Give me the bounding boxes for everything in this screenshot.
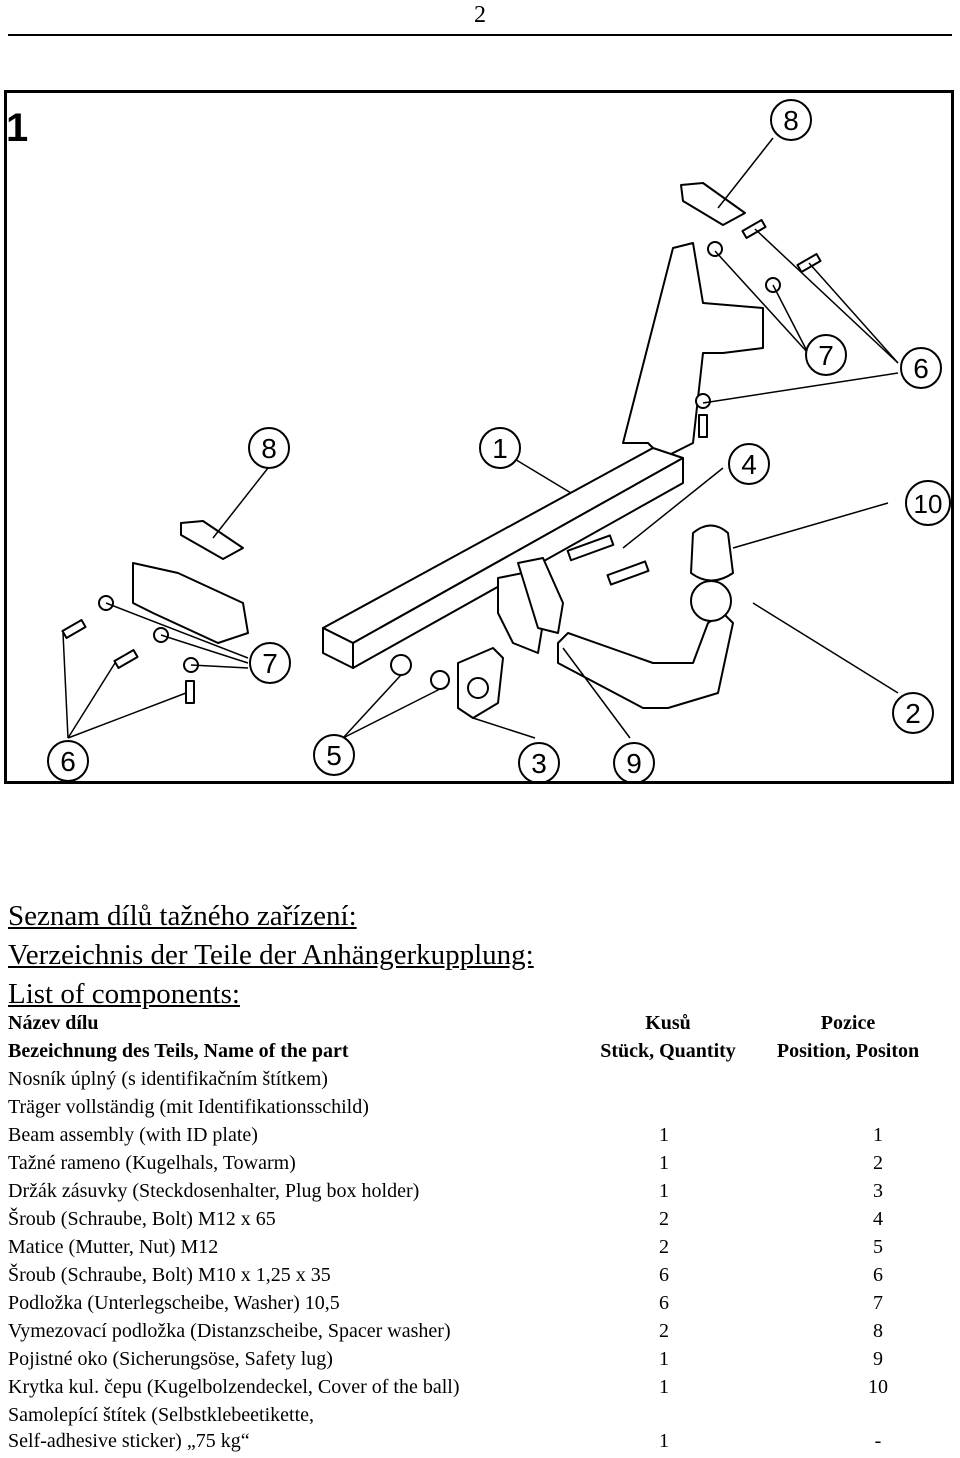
table-row: Šroub (Schraube, Bolt) M12 x 65 2 4 — [8, 1208, 952, 1236]
callout-3: 3 — [531, 748, 547, 779]
header-pos: Pozice — [820, 1012, 876, 1034]
part-pos: 3 — [873, 1180, 883, 1202]
spacer-plate-top — [680, 182, 746, 226]
part-pos: 9 — [873, 1348, 883, 1370]
part-name: Samolepící štítek (Selbstklebeetikette, — [8, 1404, 315, 1426]
nut-5b — [430, 670, 450, 690]
callout-9: 9 — [626, 748, 642, 779]
callout-6-left: 6 — [60, 746, 76, 777]
part-pos: 5 — [873, 1236, 883, 1258]
nut-5a — [390, 654, 412, 676]
part-qty: 2 — [659, 1320, 669, 1342]
callout-6-right: 6 — [913, 353, 929, 384]
part-name: Self-adhesive sticker) „75 kg“ — [8, 1430, 250, 1452]
callout-2: 2 — [905, 698, 921, 729]
table-row: Držák zásuvky (Steckdosenhalter, Plug bo… — [8, 1180, 952, 1208]
header-name: Název dílu — [8, 1012, 99, 1034]
part-name: Vymezovací podložka (Distanzscheibe, Spa… — [8, 1320, 451, 1342]
part-pos: 6 — [873, 1264, 883, 1286]
exploded-diagram: 8 6 7 8 1 4 10 7 6 5 3 9 2 — [4, 90, 954, 784]
callout-4: 4 — [741, 449, 757, 480]
table-row: Pojistné oko (Sicherungsöse, Safety lug)… — [8, 1348, 952, 1376]
table-row: Podložka (Unterlegscheibe, Washer) 10,5 6… — [8, 1292, 952, 1320]
part-qty: 1 — [659, 1152, 669, 1174]
part-qty: 1 — [659, 1180, 669, 1202]
callout-7-right: 7 — [818, 340, 834, 371]
table-row: Matice (Mutter, Nut) M12 2 5 — [8, 1236, 952, 1264]
part-pos: 2 — [873, 1152, 883, 1174]
table-row: Vymezovací podložka (Distanzscheibe, Spa… — [8, 1320, 952, 1348]
part-qty: 1 — [659, 1376, 669, 1398]
table-row: Nosník úplný (s identifikačním štítkem) — [8, 1068, 952, 1096]
part-name: Tažné rameno (Kugelhals, Towarm) — [8, 1152, 296, 1174]
callout-5: 5 — [326, 740, 342, 771]
callout-7-left: 7 — [262, 648, 278, 679]
diagram-drawing: 8 6 7 8 1 4 10 7 6 5 3 9 2 — [47, 99, 951, 781]
callout-1: 1 — [492, 433, 508, 464]
part-qty: 2 — [659, 1236, 669, 1258]
table-row: Beam assembly (with ID plate) 1 1 — [8, 1124, 952, 1152]
part-name: Šroub (Schraube, Bolt) M10 x 1,25 x 35 — [8, 1264, 331, 1286]
top-rule — [8, 34, 952, 36]
part-name: Beam assembly (with ID plate) — [8, 1124, 258, 1146]
callout-8-left: 8 — [261, 433, 277, 464]
figure-number: 1 — [6, 106, 29, 150]
table-header-row: Bezeichnung des Teils, Name of the part … — [8, 1040, 952, 1068]
callout-10: 10 — [914, 489, 943, 519]
tow-ball — [690, 580, 732, 622]
part-name: Šroub (Schraube, Bolt) M12 x 65 — [8, 1208, 276, 1230]
part-qty: 6 — [659, 1292, 669, 1314]
part-qty: 2 — [659, 1208, 669, 1230]
table-row: Tažné rameno (Kugelhals, Towarm) 1 2 — [8, 1152, 952, 1180]
part-pos: - — [874, 1430, 882, 1452]
part-pos: 4 — [873, 1208, 883, 1230]
tow-arm — [557, 612, 734, 709]
left-bracket — [132, 562, 249, 644]
header-qty: Kusů — [645, 1012, 691, 1034]
right-bracket — [622, 242, 764, 459]
part-qty: 1 — [659, 1124, 669, 1146]
heading-german: Verzeichnis der Teile der Anhängerkupplu… — [8, 939, 534, 971]
spacer-plate-left — [180, 520, 244, 560]
header-name: Bezeichnung des Teils, Name of the part — [8, 1040, 349, 1062]
callout-8-top: 8 — [783, 105, 799, 136]
heading-english: List of components: — [8, 978, 240, 1010]
header-qty: Stück, Quantity — [600, 1040, 736, 1062]
ball-cover — [690, 524, 734, 582]
part-name: Držák zásuvky (Steckdosenhalter, Plug bo… — [8, 1180, 420, 1202]
part-qty: 1 — [659, 1348, 669, 1370]
part-pos: 1 — [873, 1124, 883, 1146]
heading-czech: Seznam dílů tažného zařízení: — [8, 900, 357, 932]
part-qty: 6 — [659, 1264, 669, 1286]
header-pos: Position, Positon — [776, 1040, 920, 1062]
part-pos: 7 — [873, 1292, 883, 1314]
part-name: Träger vollständig (mit Identifikationss… — [8, 1096, 369, 1118]
part-name: Krytka kul. čepu (Kugelbolzendeckel, Cov… — [8, 1376, 460, 1398]
table-row: Šroub (Schraube, Bolt) M10 x 1,25 x 35 6 6 — [8, 1264, 952, 1292]
part-name: Matice (Mutter, Nut) M12 — [8, 1236, 219, 1258]
part-qty: 1 — [659, 1430, 669, 1452]
part-pos: 8 — [873, 1320, 883, 1342]
part-pos: 10 — [868, 1376, 888, 1398]
table-row: Träger vollständig (mit Identifikationss… — [8, 1096, 952, 1124]
page-number: 2 — [474, 2, 486, 28]
table-row: Krytka kul. čepu (Kugelbolzendeckel, Cov… — [8, 1376, 952, 1404]
part-name: Pojistné oko (Sicherungsöse, Safety lug) — [8, 1348, 333, 1370]
table-header-row: Název dílu Kusů Pozice — [8, 1012, 952, 1040]
table-row: Self-adhesive sticker) „75 kg“ 1 - — [8, 1430, 952, 1458]
part-name: Nosník úplný (s identifikačním štítkem) — [8, 1068, 328, 1090]
table-row: Samolepící štítek (Selbstklebeetikette, — [8, 1404, 952, 1432]
part-name: Podložka (Unterlegscheibe, Washer) 10,5 — [8, 1292, 340, 1314]
